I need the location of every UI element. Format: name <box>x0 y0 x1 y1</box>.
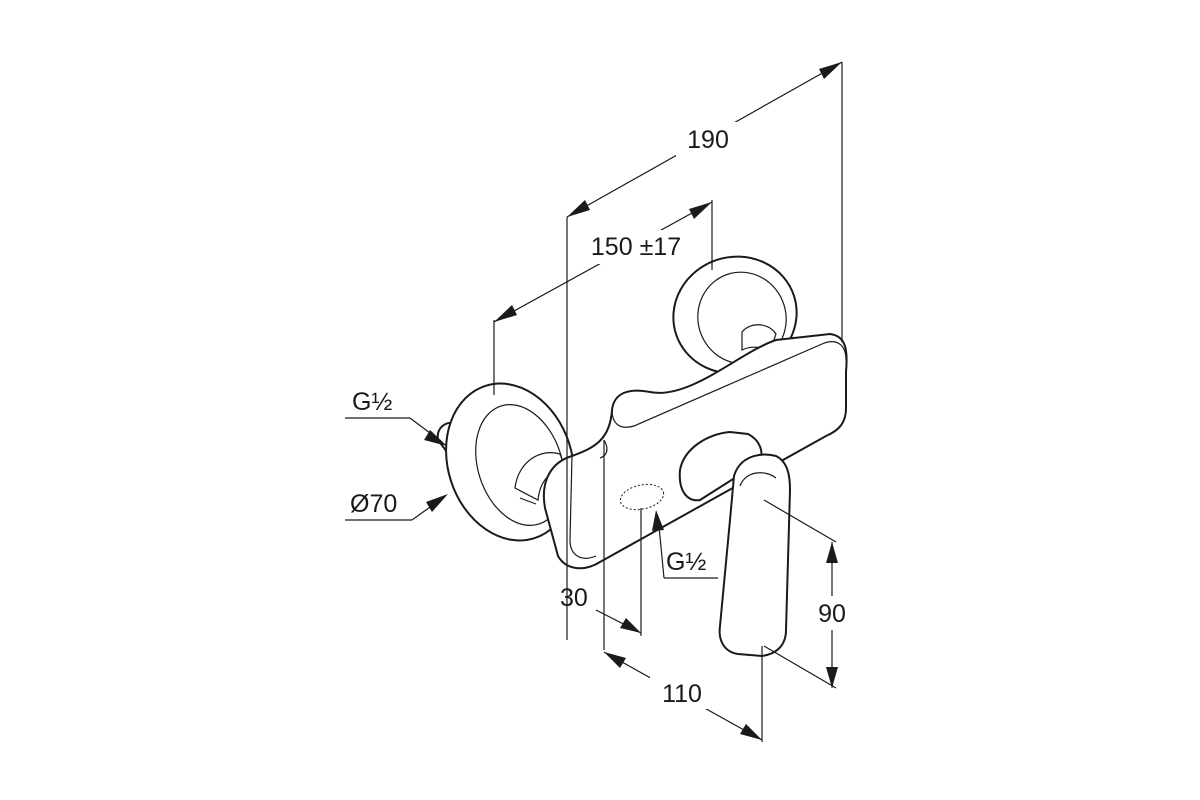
dimension-o70: Ø70 <box>345 490 448 521</box>
label-110: 110 <box>662 680 702 708</box>
dimension-g-half-inlet: G½ <box>345 388 447 446</box>
outlet-hole <box>619 483 665 511</box>
dimension-190: 190 <box>566 61 843 640</box>
label-150: 150 ±17 <box>591 233 681 261</box>
label-190: 190 <box>687 126 729 154</box>
dimension-150: 150 ±17 <box>493 200 713 395</box>
lever-handle <box>678 430 792 658</box>
label-30: 30 <box>560 584 588 612</box>
dimension-90: 90 <box>763 499 856 689</box>
dimension-110: 110 <box>603 646 763 742</box>
dimension-g-half-outlet: G½ <box>652 510 718 579</box>
label-o70: Ø70 <box>350 490 397 518</box>
label-g-half-inlet: G½ <box>352 388 392 416</box>
label-g-half-outlet: G½ <box>666 548 706 576</box>
dimension-30: 30 <box>560 440 642 650</box>
label-90: 90 <box>818 600 846 628</box>
